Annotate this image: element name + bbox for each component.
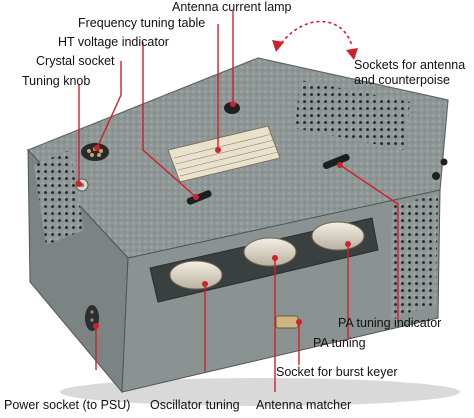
label-crystal-socket: Crystal socket (36, 54, 115, 68)
label-burst-keyer-socket: Socket for burst keyer (276, 365, 398, 379)
antenna-sockets (432, 158, 448, 180)
right-vent-grille (295, 80, 410, 150)
label-ht-voltage-indicator: HT voltage indicator (58, 35, 169, 49)
frequency-table-plate (167, 125, 281, 183)
label-oscillator-tuning: Oscillator tuning (150, 398, 240, 412)
label-pa-tuning: PA tuning (313, 336, 366, 350)
label-pa-tuning-indicator: PA tuning indicator (338, 316, 442, 330)
ht-voltage-indicator-slot (186, 190, 212, 205)
leader-lines (78, 11, 399, 392)
pa-tuning-indicator-slot (322, 153, 350, 170)
left-vent-grille (34, 150, 84, 245)
leader-crystal-socket (96, 61, 122, 149)
burst-keyer-socket (275, 315, 299, 329)
tuning-dials (169, 221, 365, 290)
right-side-vent-grille (390, 194, 438, 318)
crystal-socket (81, 143, 109, 161)
label-tuning-knob: Tuning knob (22, 74, 91, 88)
antenna-current-lamp (224, 102, 240, 114)
label-power-socket: Power socket (to PSU) (4, 398, 131, 412)
rotate-view-arrow-icon (272, 20, 358, 60)
transmitter-body (26, 57, 460, 406)
label-antenna-sockets: Sockets for antenna and counterpoise (354, 58, 466, 87)
label-frequency-tuning-table: Frequency tuning table (78, 16, 206, 30)
label-antenna-matcher: Antenna matcher (256, 398, 352, 412)
leader-dots (76, 101, 351, 329)
label-antenna-current-lamp: Antenna current lamp (172, 0, 292, 14)
leader-pa-tuning-indicator (339, 164, 399, 322)
leader-ht-voltage-indicator (142, 42, 197, 198)
